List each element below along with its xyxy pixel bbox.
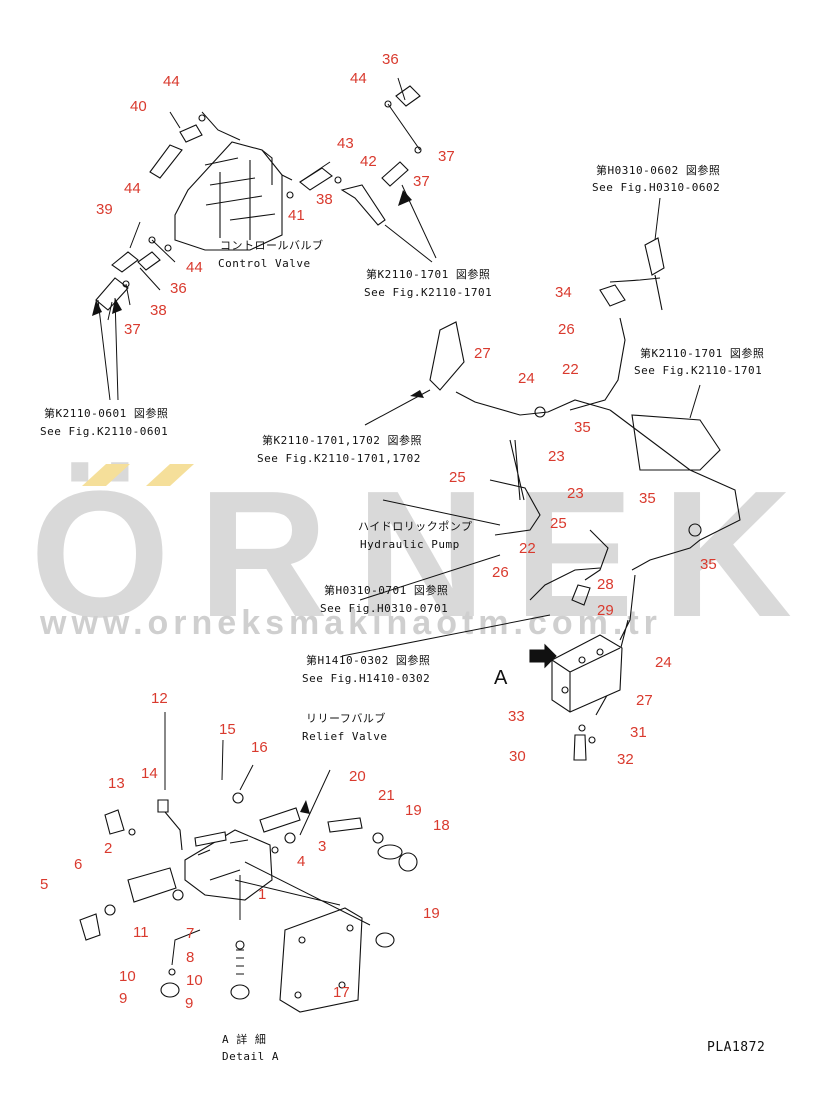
callout: 24 [518,370,535,387]
callout: 11 [133,924,149,941]
callout: 17 [333,984,350,1001]
reference-jp: 第K2110-1701 図参照 [366,267,490,281]
watermark-accent-marks [82,464,194,486]
reference-en: See Fig.K2110-1701 [634,364,762,377]
callout: 35 [639,490,656,507]
callout: 35 [700,556,717,573]
figure-references: 第K2110-0601 図参照 See Fig.K2110-0601 第K211… [40,163,764,685]
callout: 31 [630,724,647,741]
valve-block-A [529,634,623,761]
callout: 37 [413,173,430,190]
callout: 2 [104,840,112,857]
callout: 15 [219,721,236,738]
control-valve-label-jp: コントロールバルブ [220,238,324,252]
callout: 25 [550,515,567,532]
reference-arrows [92,190,701,814]
callout: 9 [185,995,193,1012]
reference-jp: 第H1410-0302 図参照 [306,653,430,667]
callout: 26 [492,564,509,581]
callout: 14 [141,765,158,782]
callout: 8 [186,949,194,966]
view-marker-A: A [494,667,508,689]
callout: 3 [318,838,326,855]
callout: 7 [186,925,194,942]
callout: 33 [508,708,525,725]
callout: 44 [124,180,141,197]
callout: 19 [405,802,422,819]
callout-numbers: 44 40 36 44 43 38 42 37 41 39 44 44 36 3… [40,51,717,1012]
callout: 41 [288,207,305,224]
callout: 9 [119,990,127,1007]
callout: 4 [297,853,305,870]
callout: 38 [316,191,333,208]
callout: 30 [509,748,526,765]
reference-jp: 第K2110-1701 図参照 [640,346,764,360]
callout: 20 [349,768,366,785]
drawing-code: PLA1872 [707,1040,765,1055]
callout: 22 [562,361,579,378]
callout: 5 [40,876,48,893]
watermark-url: www.orneksmakinaotm.com.tr [40,604,662,642]
callout: 22 [519,540,536,557]
reference-jp: 第K2110-0601 図参照 [44,406,168,420]
callout: 32 [617,751,634,768]
callout: 37 [124,321,141,338]
callout: 35 [574,419,591,436]
callout: 37 [438,148,455,165]
callout: 28 [597,576,614,593]
reference-en: See Fig.K2110-0601 [40,425,168,438]
callout: 24 [655,654,672,671]
callout: 10 [186,972,203,989]
callout: 36 [382,51,399,68]
callout: 16 [251,739,268,756]
callout: 6 [74,856,82,873]
control-valve-label-en: Control Valve [218,257,311,270]
callout: 36 [170,280,187,297]
callout: 10 [119,968,136,985]
callout: 42 [360,153,377,170]
hydraulic-pump-label-jp: ハイドロリックポンプ [358,520,472,533]
callout: 23 [567,485,584,502]
leader-lines-bottom [164,389,551,966]
callout: 29 [597,602,614,619]
reference-en: See Fig.H1410-0302 [302,672,430,685]
relief-valve-label-jp: リリーフバルブ [306,711,386,725]
callout: 19 [423,905,440,922]
detail-label-jp: A 詳 細 [222,1032,266,1046]
reference-jp: 第K2110-1701,1702 図参照 [262,433,422,447]
reference-en: See Fig.K2110-1701,1702 [257,452,421,465]
callout: 18 [433,817,450,834]
callout: 27 [474,345,491,362]
reference-en: See Fig.H0310-0701 [320,602,448,615]
callout: 43 [337,135,354,152]
callout: 26 [558,321,575,338]
callout: 40 [130,98,147,115]
callout: 21 [378,787,395,804]
callout: 27 [636,692,653,709]
reference-en: See Fig.K2110-1701 [364,286,492,299]
part-labels: コントロールバルブ Control Valve ハイドロリックポンプ Hydra… [218,238,472,1063]
relief-valve-group [79,792,418,1013]
callout: 1 [258,886,266,903]
callout: 23 [548,448,565,465]
reference-jp: 第H0310-0602 図参照 [596,163,720,177]
callout: 34 [555,284,572,301]
watermark-word: ÖRNEK [30,454,821,655]
relief-valve-label-en: Relief Valve [302,730,387,743]
leader-lines-top-left [97,77,437,401]
callout: 44 [186,259,203,276]
hydraulic-pump-label-en: Hydraulic Pump [360,538,460,551]
control-valve-group [95,85,422,311]
callout: 39 [96,201,113,218]
reference-jp: 第H0310-0701 図参照 [324,583,448,597]
callout: 25 [449,469,466,486]
callout: 38 [150,302,167,319]
reference-en: See Fig.H0310-0602 [592,181,720,194]
callout: 44 [163,73,180,90]
callout: 12 [151,690,168,707]
callout: 13 [108,775,125,792]
callout: 44 [350,70,367,87]
detail-label-en: Detail A [222,1050,279,1063]
